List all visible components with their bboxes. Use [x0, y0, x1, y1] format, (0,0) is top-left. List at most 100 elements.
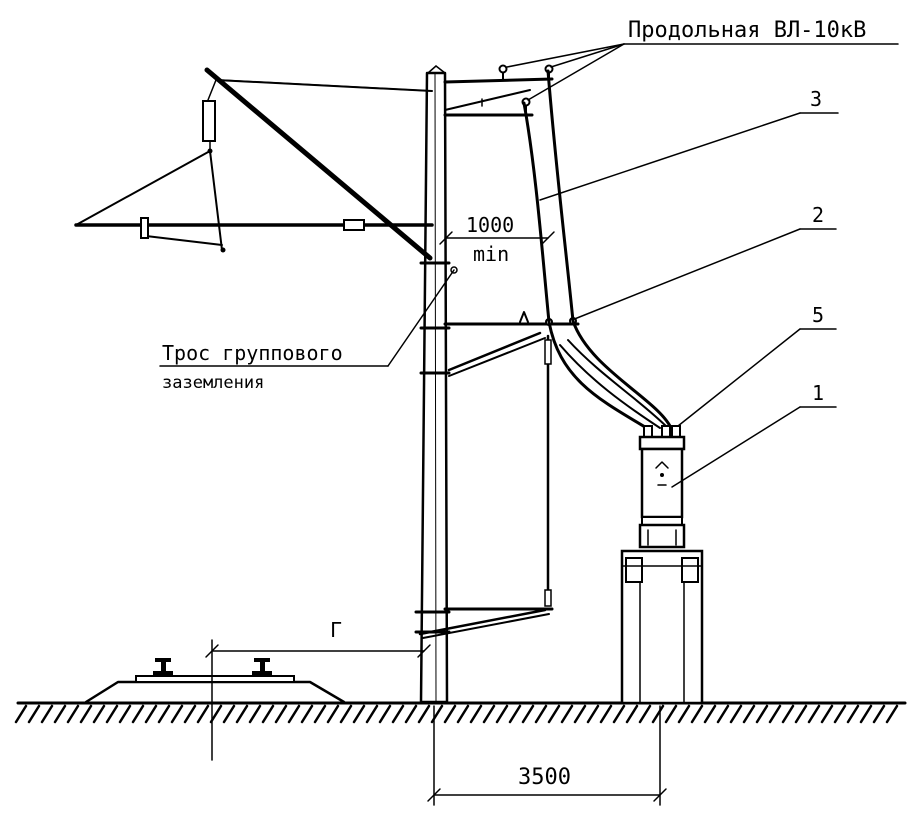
ground	[14, 701, 907, 724]
hatch-line	[677, 704, 691, 724]
hatch-line	[859, 704, 873, 724]
hatch-line	[391, 704, 405, 724]
callout-5-label: 5	[812, 303, 824, 327]
hatch-line	[781, 704, 795, 724]
callout-5: 5	[677, 303, 837, 427]
hatch-line	[599, 704, 613, 724]
hatch-line	[378, 704, 392, 724]
hatch-line	[755, 704, 769, 724]
hatch-line	[14, 704, 28, 724]
hatch-line	[235, 704, 249, 724]
callout-2: 2	[571, 203, 837, 321]
catenary-pole	[414, 65, 451, 704]
distance-dimension: 3500	[427, 705, 667, 806]
hatch-line	[40, 704, 54, 724]
ground-wire-line1: Трос группового	[162, 341, 343, 365]
gabarit-label: Г	[330, 618, 342, 642]
foundation	[620, 549, 704, 705]
hatch-line	[261, 704, 275, 724]
hatch-line	[79, 704, 93, 724]
hatch-line	[846, 704, 860, 724]
hatch-line	[482, 704, 496, 724]
hatch-line	[729, 704, 743, 724]
callout-1: 1	[671, 381, 837, 488]
line-title: Продольная ВЛ-10кВ	[628, 18, 866, 43]
hatch-line	[521, 704, 535, 724]
callout-3-label: 3	[810, 87, 822, 111]
hatch-line	[469, 704, 483, 724]
hatch-line	[456, 704, 470, 724]
hatch-line	[27, 704, 41, 724]
hatch-line	[274, 704, 288, 724]
hatch-line	[651, 704, 665, 724]
callout-3: 3	[539, 87, 839, 201]
hatch-line	[404, 704, 418, 724]
hatch-line	[833, 704, 847, 724]
hatch-line	[703, 704, 717, 724]
hatch-line	[352, 704, 366, 724]
hatch-line	[326, 704, 340, 724]
hatch-line	[365, 704, 379, 724]
hatch-line	[170, 704, 184, 724]
hatch-line	[443, 704, 457, 724]
hatch-line	[690, 704, 704, 724]
down-conductor	[544, 334, 552, 607]
clearance-dimension: 1000 min	[439, 213, 555, 266]
insulator-cantilever-left	[140, 217, 149, 239]
insulator-top-1	[498, 64, 508, 74]
hatch-line	[586, 704, 600, 724]
hatch-line	[248, 704, 262, 724]
hatch-line	[716, 704, 730, 724]
insulator-cantilever-upper	[202, 100, 216, 142]
hatch-line	[768, 704, 782, 724]
track-embankment	[84, 658, 346, 704]
ground-wire-callout: Трос группового заземления	[159, 266, 458, 393]
distance-label: 3500	[518, 765, 571, 790]
rail-left	[153, 658, 173, 676]
hatch-line	[534, 704, 548, 724]
hatch-line	[157, 704, 171, 724]
hatch-line	[66, 704, 80, 724]
hatch-line	[807, 704, 821, 724]
line-title-callout: Продольная ВЛ-10кВ	[219, 18, 899, 101]
insulator-cantilever-right	[343, 219, 365, 231]
callout-1-label: 1	[812, 381, 824, 405]
hatch-line	[105, 704, 119, 724]
transformer	[638, 425, 686, 549]
hatch-line	[664, 704, 678, 724]
hatch-line	[638, 704, 652, 724]
hatch-line	[508, 704, 522, 724]
hatch-line	[313, 704, 327, 724]
hatch-line	[495, 704, 509, 724]
sleeper	[135, 675, 295, 683]
hatch-line	[144, 704, 158, 724]
hatch-line	[560, 704, 574, 724]
hatch-line	[53, 704, 67, 724]
hatch-line	[872, 704, 886, 724]
hatch-line	[612, 704, 626, 724]
hatch-line	[339, 704, 353, 724]
cantilever	[74, 67, 434, 261]
gabarit-dimension: Г	[205, 618, 431, 761]
hatch-line	[885, 704, 899, 724]
clearance-value: 1000	[466, 213, 514, 237]
hatch-line	[118, 704, 132, 724]
hatch-line	[183, 704, 197, 724]
ground-wire-line2: заземления	[162, 373, 264, 393]
hatch-line	[222, 704, 236, 724]
hatch-line	[794, 704, 808, 724]
hatch-line	[300, 704, 314, 724]
hatch-line	[287, 704, 301, 724]
hatch-line	[196, 704, 210, 724]
hatch-line	[820, 704, 834, 724]
hatch-line	[131, 704, 145, 724]
clearance-unit: min	[473, 242, 509, 266]
hatch-line	[742, 704, 756, 724]
hatch-line	[547, 704, 561, 724]
callout-2-label: 2	[812, 203, 824, 227]
middle-crossarm	[443, 311, 580, 377]
cable-bundle	[522, 69, 674, 432]
hatch-line	[625, 704, 639, 724]
ground-hatching	[14, 704, 899, 724]
